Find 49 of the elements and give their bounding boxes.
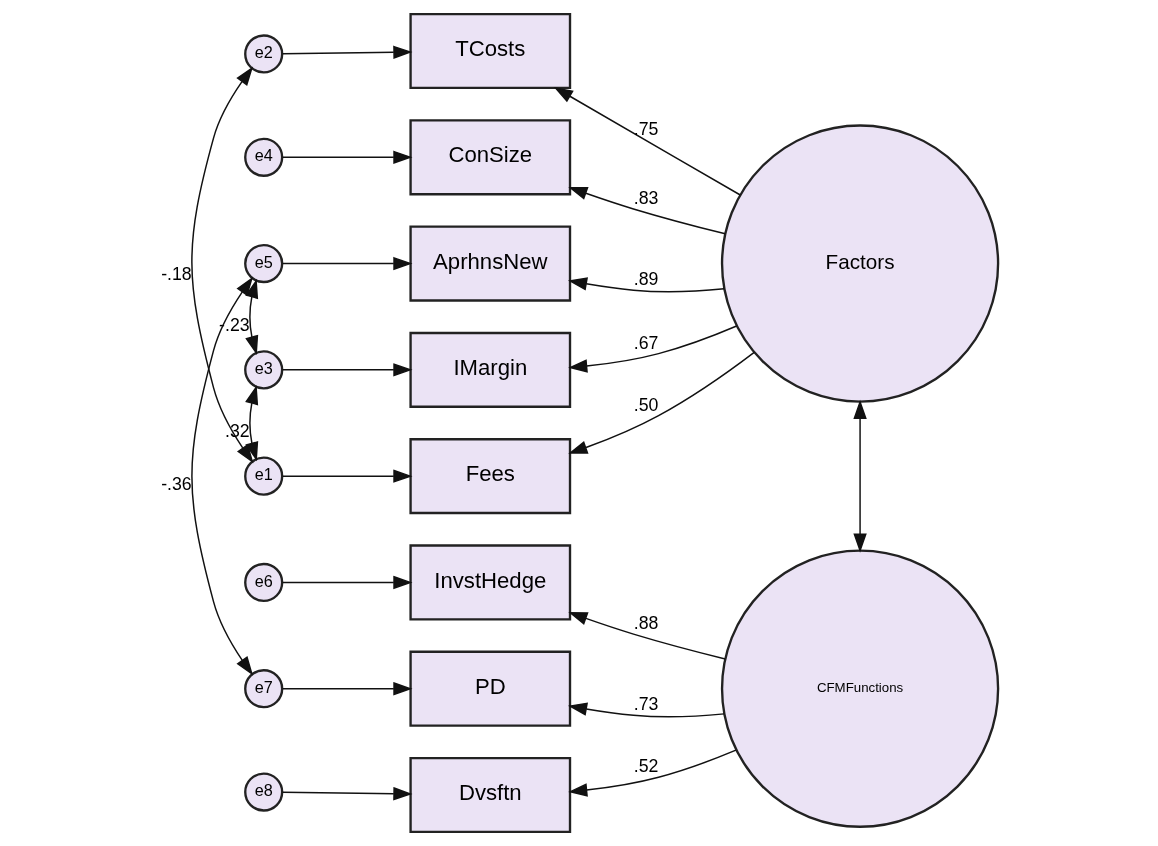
- node-circle: e4: [243, 137, 283, 177]
- arrow: [567, 612, 726, 660]
- node-box: ConSize: [408, 119, 571, 196]
- node-circle: e1: [243, 456, 283, 496]
- node-box: Dvsftn: [408, 756, 571, 834]
- arrow: [567, 351, 755, 454]
- arrow: [567, 749, 737, 797]
- node-circle: e3: [243, 350, 283, 390]
- arrow: [553, 86, 741, 196]
- node-box: TCosts: [408, 12, 571, 90]
- edge-label: .50: [633, 394, 658, 415]
- arrow: [281, 787, 412, 801]
- arrow: [567, 702, 725, 718]
- edge-label: -.36: [160, 474, 192, 495]
- arrow: [190, 276, 253, 676]
- edge-label: .73: [633, 694, 658, 715]
- arrow: [190, 66, 253, 464]
- edge-label: -.18: [160, 264, 192, 285]
- node-circle: e7: [243, 669, 283, 709]
- node-circle: Factors: [720, 124, 999, 403]
- edge-label: .52: [633, 756, 658, 777]
- node-circle: e5: [243, 243, 283, 284]
- arrow: [281, 469, 412, 483]
- node-circle: e6: [243, 562, 283, 603]
- node-circle: CFMFunctions: [720, 549, 999, 828]
- edge-label: .89: [633, 269, 658, 290]
- edge-label: .83: [633, 187, 658, 208]
- arrow: [567, 325, 737, 373]
- arrow: [281, 45, 412, 59]
- arrow: [852, 399, 867, 553]
- arrow: [244, 385, 258, 462]
- edge-label: .75: [633, 118, 658, 139]
- arrow: [567, 277, 725, 293]
- node-box: PD: [408, 650, 571, 727]
- node-circle: e2: [243, 34, 283, 74]
- node-box: InvstHedge: [408, 544, 571, 621]
- arrow: [281, 575, 412, 590]
- edge-label: .67: [633, 332, 658, 353]
- node-box: IMargin: [408, 331, 571, 408]
- arrow: [281, 256, 412, 271]
- arrow: [281, 682, 412, 696]
- arrow: [244, 278, 258, 355]
- arrow: [281, 363, 412, 377]
- arrow: [567, 186, 726, 235]
- node-box: Fees: [408, 438, 571, 515]
- node-circle: e8: [243, 772, 283, 812]
- arrow: [281, 150, 412, 164]
- edge-label: .88: [633, 613, 658, 634]
- node-box: AprhnsNew: [408, 225, 571, 302]
